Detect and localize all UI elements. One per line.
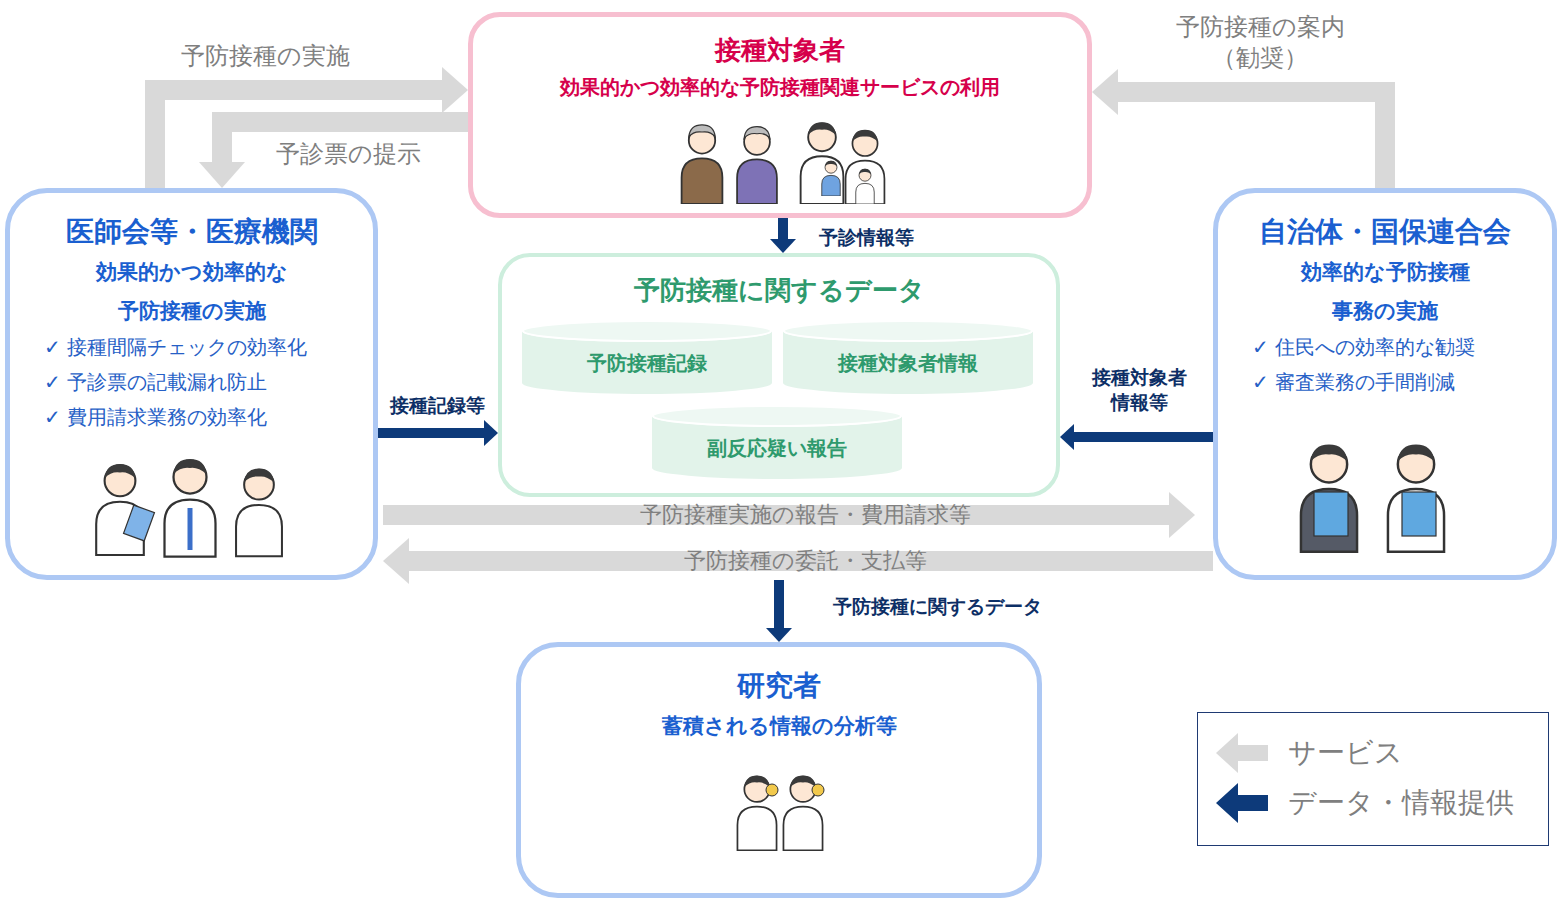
arrow-head	[1169, 492, 1195, 538]
connector-group	[199, 122, 468, 188]
entity-box: 研究者蓄積される情報の分析等	[516, 642, 1042, 898]
edge-label: 接種記録等	[390, 393, 485, 418]
node-text: 効果的かつ効率的な予防接種関連サービスの利用	[560, 74, 1000, 101]
node-text: ✓ 接種間隔チェックの効率化	[44, 330, 307, 365]
node-text: 効果的かつ効率的な 予防接種の実施	[62, 253, 322, 331]
connector-group	[770, 218, 796, 253]
legend-arrow	[1216, 783, 1268, 823]
cylinder-top	[523, 321, 771, 341]
node-title: 医師会等・医療機関	[66, 213, 318, 251]
arrow-head	[1092, 69, 1118, 115]
node-text: 効率的な予防接種 事務の実施	[1255, 253, 1515, 331]
node-text: ✓ 住民への効率的な勧奨	[1252, 330, 1475, 365]
cylinder-top	[653, 406, 901, 426]
arrow-head	[442, 67, 468, 113]
legend-item: サービス	[1216, 731, 1403, 775]
entity-box: 自治体・国保連合会効率的な予防接種 事務の実施✓ 住民への効率的な勧奨✓ 審査業…	[1213, 188, 1557, 580]
entity-box: 予防接種に関するデータ予防接種記録 接種対象者情報副反応疑い報告	[498, 253, 1060, 497]
node-text: ✓ 予診票の記載漏れ防止	[44, 365, 267, 400]
legend-sample	[1216, 781, 1270, 825]
connector-group	[155, 67, 468, 188]
node-title: 予防接種に関するデータ	[634, 273, 925, 308]
legend-text: サービス	[1288, 734, 1403, 772]
edge-label: 予防接種の案内 （勧奨）	[1155, 12, 1365, 74]
node-text: ✓ 費用請求業務の効率化	[44, 400, 267, 435]
connector-group	[1092, 69, 1385, 188]
database-cylinder: 予防接種記録	[522, 320, 772, 394]
node-title: 研究者	[737, 667, 821, 705]
entity-box: 接種対象者効果的かつ効率的な予防接種関連サービスの利用	[468, 12, 1092, 218]
node-title: 自治体・国保連合会	[1259, 213, 1511, 251]
legend-text: データ・情報提供	[1288, 784, 1514, 822]
edge-label: 予防接種に関するデータ	[833, 594, 1042, 619]
legend-arrow	[1216, 733, 1268, 773]
entity-box: 医師会等・医療機関効果的かつ効率的な 予防接種の実施✓ 接種間隔チェックの効率化…	[5, 188, 378, 580]
cylinder-top	[784, 321, 1032, 341]
connector-group	[383, 538, 1213, 584]
service-arrow	[155, 90, 443, 188]
node-title: 副反応疑い報告	[707, 435, 847, 462]
legend-item: データ・情報提供	[1216, 781, 1514, 825]
data-arrow	[378, 428, 485, 438]
arrow-head	[770, 239, 796, 253]
legend-box: サービスデータ・情報提供	[1197, 712, 1549, 846]
arrow-head	[484, 420, 498, 446]
database-cylinder: 副反応疑い報告	[652, 405, 902, 479]
connector-group	[1060, 424, 1213, 450]
edge-label: 予診情報等	[819, 225, 914, 250]
arrow-head	[383, 538, 409, 584]
edge-label: 予防接種実施の報告・費用請求等	[640, 501, 971, 530]
edge-label: 予診票の提示	[276, 139, 421, 170]
node-title: 接種対象者情報	[838, 350, 978, 377]
service-arrow	[1117, 92, 1385, 188]
arrow-head	[199, 162, 245, 188]
arrow-head	[1060, 424, 1074, 450]
data-arrow	[778, 218, 788, 240]
data-arrow	[1073, 432, 1213, 442]
database-cylinder: 接種対象者情報	[783, 320, 1033, 394]
edge-label: 予防接種の実施	[181, 41, 350, 72]
edge-label: 接種対象者 情報等	[1084, 365, 1194, 414]
node-title: 予防接種記録	[587, 350, 707, 377]
node-text: ✓ 審査業務の手間削減	[1252, 365, 1455, 400]
node-title: 接種対象者	[715, 33, 845, 68]
connector-group	[378, 420, 498, 446]
edge-label: 予防接種の委託・支払等	[684, 547, 927, 576]
connector-group	[383, 492, 1195, 538]
node-text: 蓄積される情報の分析等	[649, 707, 909, 746]
legend-sample	[1216, 731, 1270, 775]
arrow-head	[766, 628, 792, 642]
